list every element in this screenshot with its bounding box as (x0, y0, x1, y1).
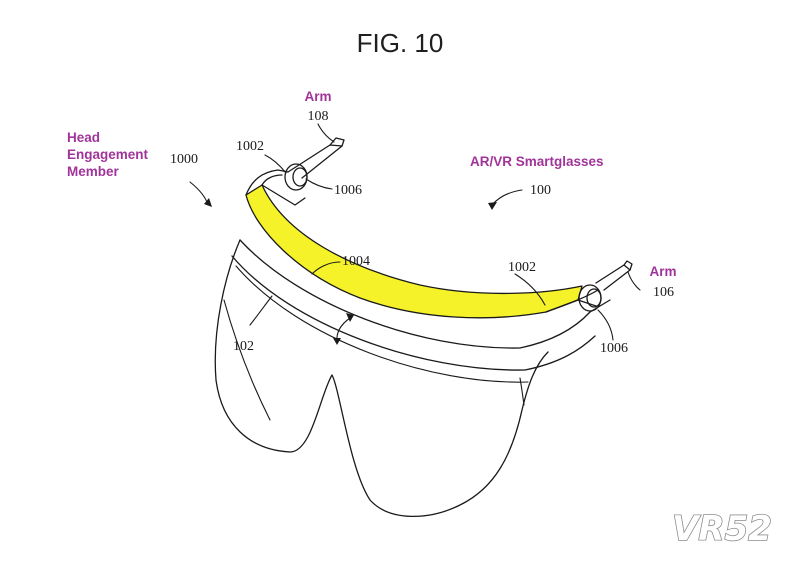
ref-1000: 1000 (170, 152, 198, 167)
ref-1006-left: 1006 (334, 183, 362, 198)
indicator-arrows (189, 181, 523, 345)
label-head-engagement-3: Member (67, 164, 120, 179)
label-device: AR/VR Smartglasses (470, 154, 604, 169)
ref-1002-right: 1002 (508, 260, 536, 275)
label-head-engagement-1: Head (67, 130, 100, 145)
leader-lines (249, 123, 641, 341)
label-arm-left: Arm (304, 89, 331, 104)
ref-1002-left: 1002 (236, 139, 264, 154)
arm-left (261, 137, 345, 206)
label-head-engagement-2: Engagement (67, 147, 149, 162)
ref-100: 100 (530, 183, 551, 198)
ref-106: 106 (653, 285, 674, 300)
label-arm-right: Arm (649, 264, 676, 279)
ref-108: 108 (308, 109, 329, 124)
visor-lens (214, 239, 596, 518)
arm-right (578, 260, 633, 313)
figure-title: FIG. 10 (357, 28, 444, 58)
ref-102: 102 (233, 339, 254, 354)
head-engagement-member (245, 169, 599, 319)
watermark-logo: VR52 (672, 509, 772, 549)
ref-1006-right: 1006 (600, 341, 628, 356)
ref-1004: 1004 (342, 254, 370, 269)
